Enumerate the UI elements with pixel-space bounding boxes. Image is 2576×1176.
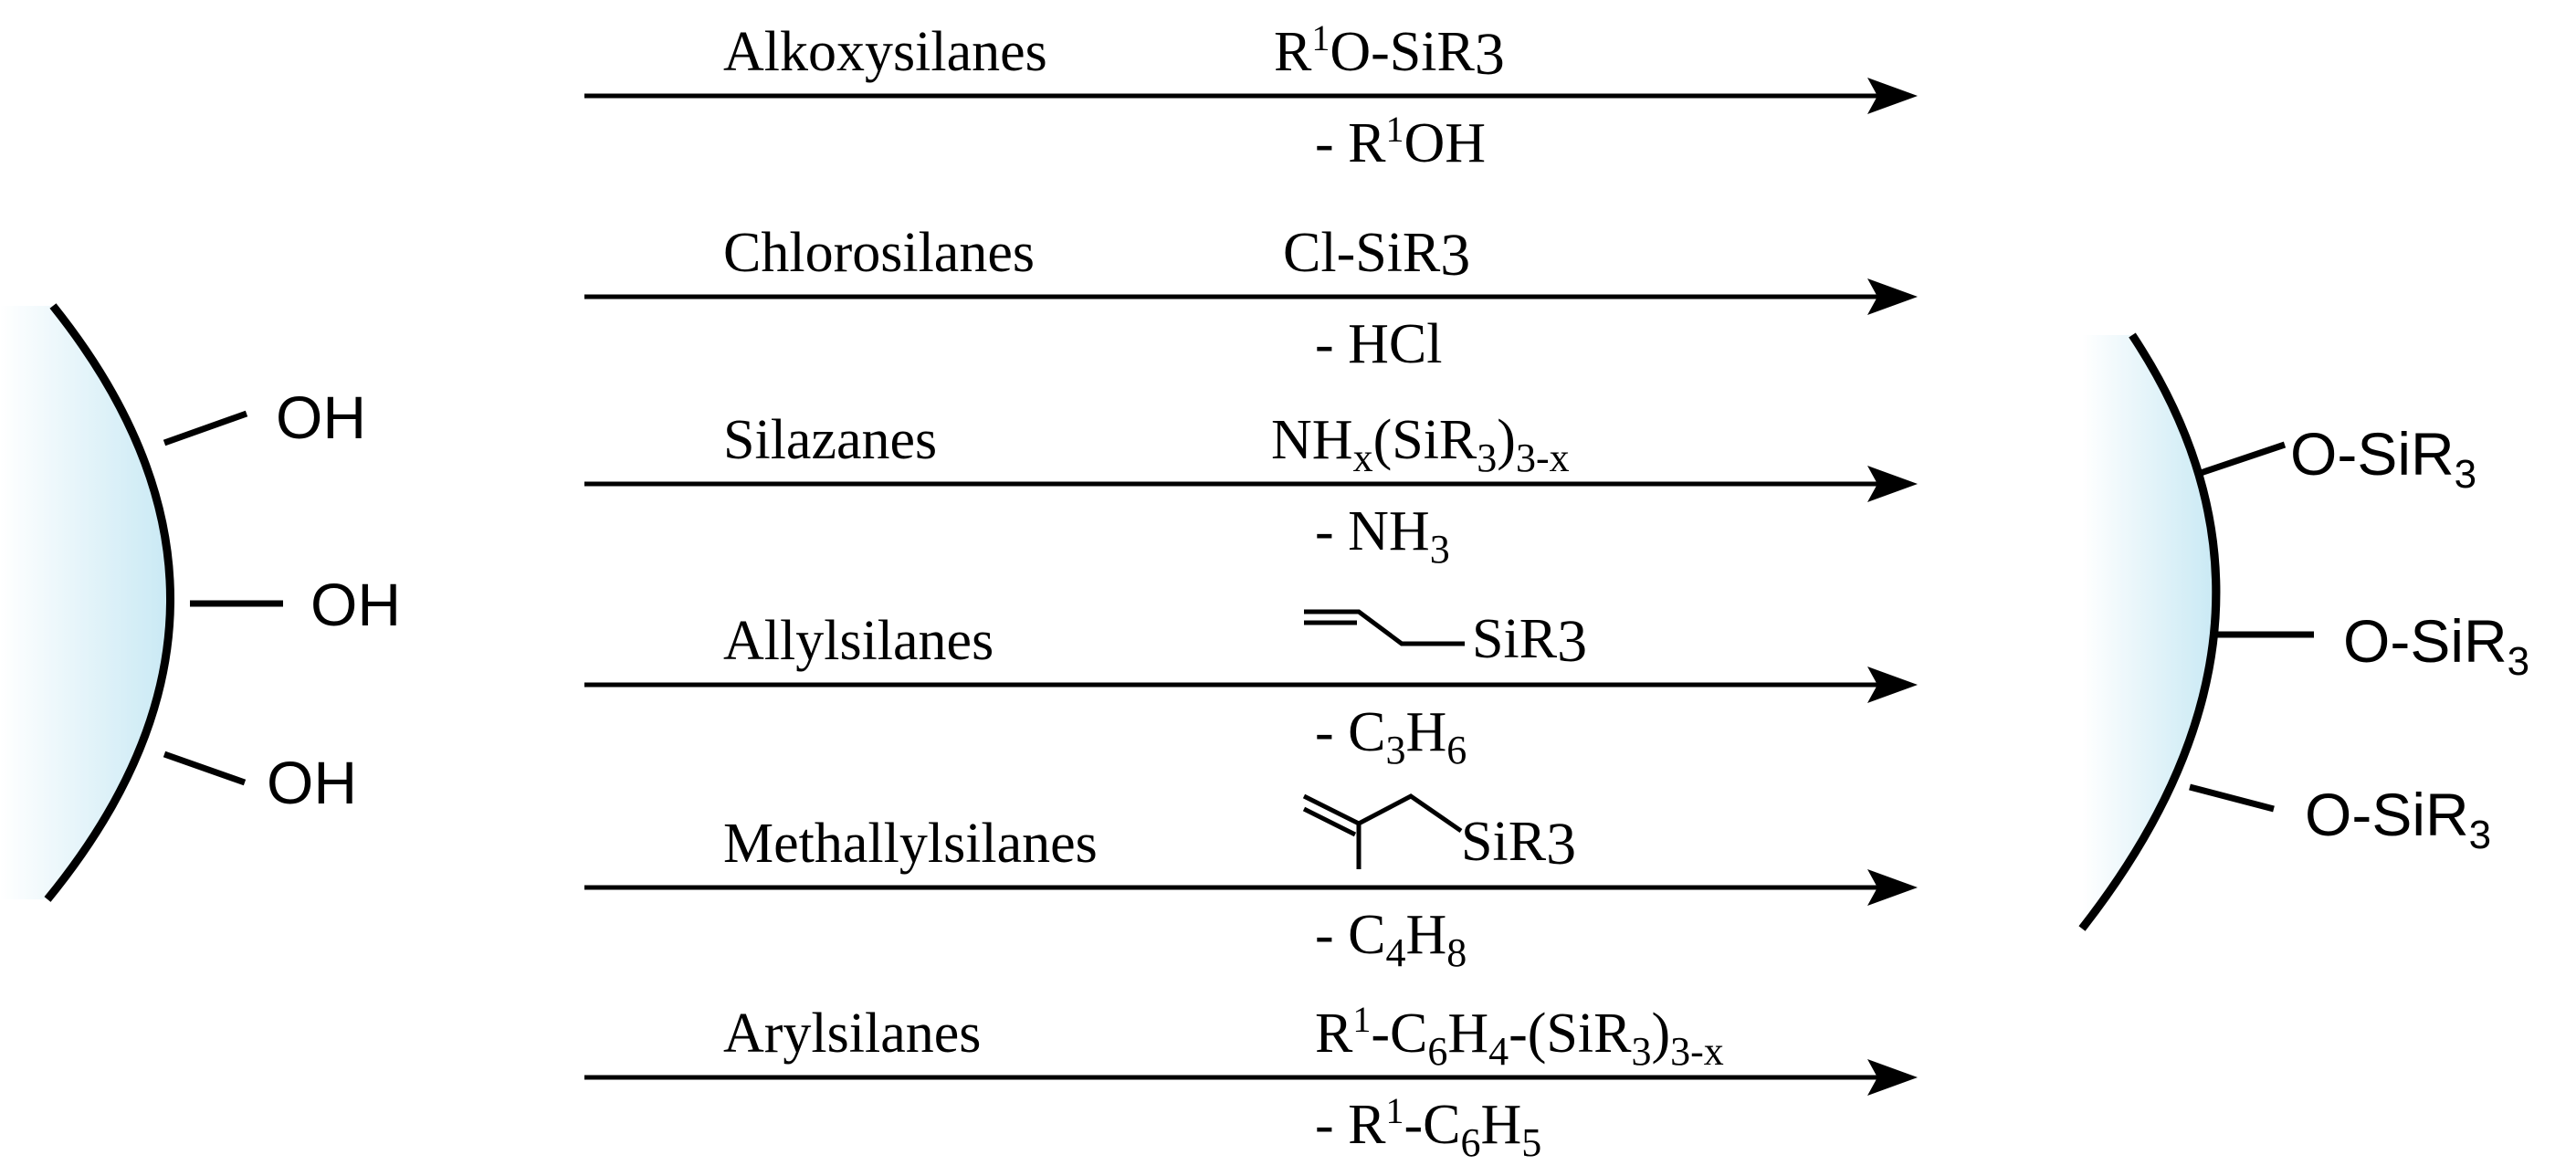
reaction-row-4: Allylsilanes SiR3- C3H6 bbox=[584, 608, 1918, 772]
right-group-osir3-1: O-SiR3 bbox=[2290, 420, 2476, 497]
byproduct-formula: - HCl bbox=[1315, 313, 1443, 375]
reaction-row-5: Methallylsilanes SiR3 - C4H8 bbox=[584, 793, 1918, 975]
reaction-row-2: Chlorosilanes Cl-SiR3 - HCl bbox=[584, 222, 1918, 375]
left-particle: OH OH OH bbox=[0, 303, 401, 902]
reagent-class-name: Arylsilanes bbox=[723, 1003, 981, 1065]
right-bond-3 bbox=[2189, 783, 2275, 813]
methallyl-chain-icon bbox=[1302, 793, 1463, 834]
reagent-class-name: Methallylsilanes bbox=[723, 813, 1098, 875]
left-group-oh-3: OH bbox=[267, 749, 357, 816]
reagent-formula: R1O-SiR3 bbox=[1274, 17, 1505, 88]
reagent-formula: SiR3 bbox=[1472, 608, 1587, 675]
reagent-formula: Cl-SiR3 bbox=[1283, 222, 1470, 289]
reaction-row-3: Silazanes NHx(SiR3)3-x - NH3 bbox=[584, 409, 1918, 572]
reagent-class-name: Chlorosilanes bbox=[723, 222, 1035, 284]
reagent-formula: SiR3 bbox=[1461, 811, 1576, 877]
byproduct-formula: - NH3 bbox=[1315, 500, 1450, 572]
arrowhead-icon bbox=[1867, 869, 1918, 906]
left-bond-3 bbox=[163, 751, 247, 786]
reaction-row-6: Arylsilanes R1-C6H4-(SiR3)3-x - R1-C6H5 bbox=[584, 999, 1918, 1165]
right-group-osir3-2: O-SiR3 bbox=[2343, 607, 2529, 684]
left-particle-body bbox=[0, 306, 171, 899]
right-particle-edge bbox=[2078, 332, 2221, 931]
left-bond-1 bbox=[163, 410, 248, 446]
left-group-oh-2: OH bbox=[310, 571, 401, 638]
right-group-osir3-3: O-SiR3 bbox=[2305, 781, 2491, 857]
reagent-class-name: Allylsilanes bbox=[723, 610, 994, 672]
byproduct-formula: - R1OH bbox=[1315, 109, 1486, 174]
reagent-formula: NHx(SiR3)3-x bbox=[1271, 409, 1570, 480]
byproduct-formula: - R1-C6H5 bbox=[1315, 1090, 1541, 1165]
left-group-oh-1: OH bbox=[276, 383, 366, 451]
reagent-class-name: Silazanes bbox=[723, 409, 937, 471]
right-bond-1 bbox=[2193, 441, 2287, 478]
reaction-rows: Alkoxysilanes R1O-SiR3 - R1OH Chlorosilanes… bbox=[584, 17, 1918, 1165]
arrowhead-icon bbox=[1867, 78, 1918, 114]
byproduct-formula: - C4H8 bbox=[1315, 904, 1467, 975]
byproduct-formula: - C3H6 bbox=[1315, 701, 1467, 772]
reagent-class-name: Alkoxysilanes bbox=[723, 21, 1047, 83]
arrowhead-icon bbox=[1867, 1059, 1918, 1096]
arrowhead-icon bbox=[1867, 667, 1918, 703]
left-particle-edge bbox=[44, 303, 174, 902]
arrowhead-icon bbox=[1867, 466, 1918, 502]
allyl-chain-icon bbox=[1304, 609, 1465, 646]
methallyl-double-bond-icon bbox=[1302, 806, 1357, 837]
right-particle-body bbox=[2082, 335, 2216, 929]
arrowhead-icon bbox=[1867, 278, 1918, 315]
reaction-row-1: Alkoxysilanes R1O-SiR3 - R1OH bbox=[584, 17, 1918, 174]
reagent-formula: R1-C6H4-(SiR3)3-x bbox=[1315, 999, 1724, 1074]
